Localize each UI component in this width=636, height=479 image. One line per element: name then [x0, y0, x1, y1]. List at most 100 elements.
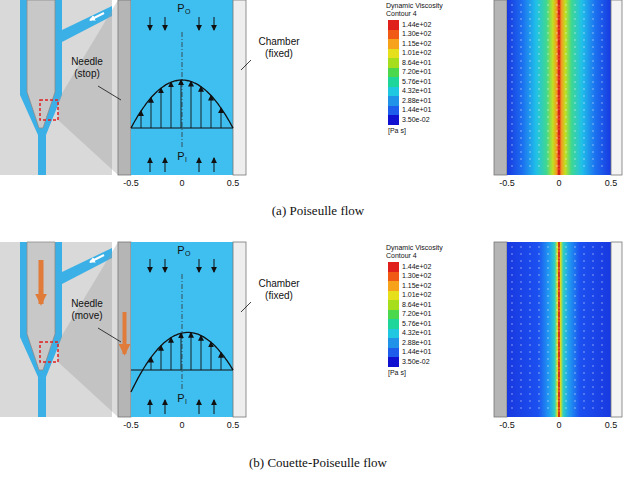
velocity-arrow: [211, 96, 212, 128]
pressure-arrow: [199, 259, 200, 272]
colorbar-value: 1.30e+02: [402, 272, 431, 280]
streamline: [602, 246, 603, 413]
streamline: [575, 4, 576, 171]
part-label: Needle (move): [64, 298, 110, 321]
axis-tick: 0.5: [227, 178, 240, 188]
streamline: [521, 246, 522, 413]
chamber-wall: [233, 0, 246, 175]
pressure-symbol: P: [177, 150, 184, 163]
axis-tick: 0.5: [605, 178, 618, 188]
colorbar-swatch: [388, 20, 399, 30]
colorbar-value: 1.30e+02: [402, 30, 431, 38]
streamline: [584, 246, 585, 413]
colorbar-value: 7.20e+01: [402, 68, 431, 76]
colorbar-swatch: [388, 300, 399, 310]
axis-tick: 0: [179, 178, 184, 188]
colorbar-value: 3.50e-02: [402, 116, 430, 124]
profile-baseline: [131, 128, 233, 129]
part-label: Chamber (fixed): [252, 278, 306, 301]
pressure-arrow: [150, 158, 151, 172]
colorbar-value: 7.20e+01: [402, 310, 431, 318]
colorbar-swatch: [388, 39, 399, 49]
velocity-arrow: [161, 88, 162, 128]
streamline: [539, 246, 540, 413]
colorbar-swatch: [388, 348, 399, 358]
axis-tick: 0.5: [227, 420, 240, 430]
streamline: [512, 246, 513, 413]
colorbar-value: 1.15e+02: [402, 40, 431, 48]
colorbar-value: 1.44e+02: [402, 263, 431, 271]
pressure-symbol: P: [177, 392, 184, 405]
chamber-wall: [611, 242, 622, 417]
velocity-arrow: [201, 87, 202, 128]
leader-line: [241, 60, 251, 70]
streamline: [548, 4, 549, 171]
colorbar-value: 1.01e+02: [402, 291, 431, 299]
velocity-arrow: [191, 81, 192, 128]
velocity-arrow: [141, 111, 142, 128]
streamline: [557, 4, 558, 171]
pressure-arrow: [150, 259, 151, 272]
pressure-subscript: I: [185, 398, 187, 406]
colorbar-value: 1.44e+02: [402, 21, 431, 29]
streamline: [584, 4, 585, 171]
pressure-arrow: [165, 400, 166, 414]
pressure-arrow: [214, 259, 215, 272]
needle-wall: [118, 0, 131, 175]
streamline: [539, 4, 540, 171]
part-label: Chamber (fixed): [252, 36, 306, 59]
axis-tick: -0.5: [123, 178, 139, 188]
colorbar-swatch: [388, 49, 399, 59]
colorbar-swatch: [388, 58, 399, 68]
pressure-symbol: P: [177, 244, 184, 257]
needle-wall: [118, 242, 131, 417]
velocity-arrow: [181, 333, 182, 370]
subfigure-caption: (a) Poiseulle flow: [272, 204, 364, 219]
chamber-wall: [611, 0, 622, 175]
fuel-channel: [20, 242, 62, 417]
pressure-arrow: [150, 400, 151, 414]
pressure-arrow: [199, 158, 200, 172]
zoom-box: [40, 100, 58, 120]
streamline: [512, 4, 513, 171]
needle: [27, 242, 55, 370]
colorbar-value: 5.76e+01: [402, 78, 431, 86]
colorbar-swatch: [388, 30, 399, 40]
inlet-arrow: [90, 13, 104, 20]
axis-tick: 0.5: [605, 420, 618, 430]
colorbar-swatch: [388, 338, 399, 348]
pressure-subscript: O: [185, 8, 190, 16]
velocity-arrow: [221, 353, 222, 370]
pressure-symbol: P: [177, 2, 184, 15]
fluid-gap: [131, 242, 233, 417]
colorbar-value: 3.50e-02: [402, 358, 430, 366]
colorbar-value: 8.64e+01: [402, 59, 431, 67]
legend-subtitle: Contour 4: [386, 10, 417, 18]
colorbar-value: 2.88e+01: [402, 97, 431, 105]
colorbar-value: 5.76e+01: [402, 320, 431, 328]
subfigure-caption: (b) Couette-Poiseulle flow: [249, 456, 387, 471]
colorbar-value: 1.44e+01: [402, 106, 431, 114]
velocity-arrow: [221, 108, 222, 128]
leader-line: [98, 86, 121, 100]
pressure-arrow: [150, 17, 151, 30]
axis-tick: -0.5: [499, 420, 515, 430]
streamline: [593, 246, 594, 413]
leader-line: [241, 302, 251, 312]
colorbar-value: 4.32e+01: [402, 329, 431, 337]
colorbar-value: 1.44e+01: [402, 348, 431, 356]
chamber-wall: [233, 242, 246, 417]
colorbar-swatch: [388, 291, 399, 301]
streamline: [575, 246, 576, 413]
colorbar-swatch: [388, 87, 399, 97]
axis-tick: -0.5: [499, 178, 515, 188]
colorbar-swatch: [388, 96, 399, 106]
fluid-gap: [131, 0, 233, 175]
colorbar-swatch: [388, 262, 399, 272]
colorbar-swatch: [388, 310, 399, 320]
axis-tick: 0: [556, 420, 561, 430]
colorbar-swatch: [388, 319, 399, 329]
pressure-subscript: O: [185, 250, 190, 258]
centerline: [559, 242, 560, 417]
centerline: [182, 274, 183, 390]
